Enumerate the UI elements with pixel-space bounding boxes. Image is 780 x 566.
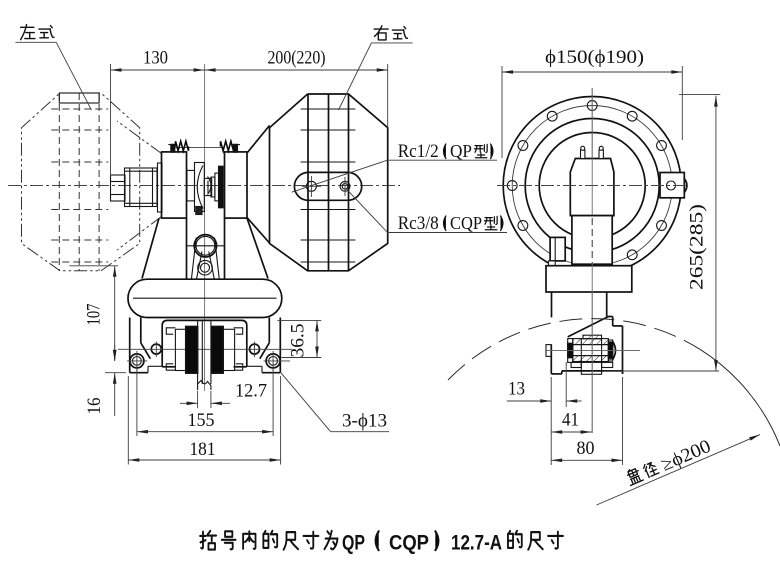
svg-text:3-ϕ13: 3-ϕ13	[342, 411, 387, 432]
svg-text:200(220): 200(220)	[268, 49, 326, 69]
svg-text:130: 130	[143, 48, 168, 69]
svg-text:12.7: 12.7	[235, 381, 267, 402]
svg-text:ϕ150(ϕ190): ϕ150(ϕ190)	[545, 48, 644, 68]
svg-text:CQP: CQP	[450, 213, 482, 233]
svg-text:CQP: CQP	[389, 532, 429, 555]
svg-text:16: 16	[84, 398, 105, 415]
svg-text:181: 181	[190, 439, 216, 460]
svg-text:155: 155	[188, 410, 215, 431]
svg-text:12.7-A: 12.7-A	[451, 532, 502, 555]
svg-text:107: 107	[84, 304, 105, 326]
svg-text:265(285): 265(285)	[688, 204, 708, 290]
svg-text:41: 41	[562, 410, 579, 431]
svg-text:36.5: 36.5	[288, 324, 309, 358]
svg-text:Rc1/2: Rc1/2	[398, 141, 439, 162]
svg-text:13: 13	[508, 379, 525, 400]
svg-text:QP: QP	[450, 141, 472, 161]
svg-text:80: 80	[577, 438, 595, 459]
svg-text:QP: QP	[342, 532, 365, 555]
svg-text:Rc3/8: Rc3/8	[398, 213, 439, 234]
